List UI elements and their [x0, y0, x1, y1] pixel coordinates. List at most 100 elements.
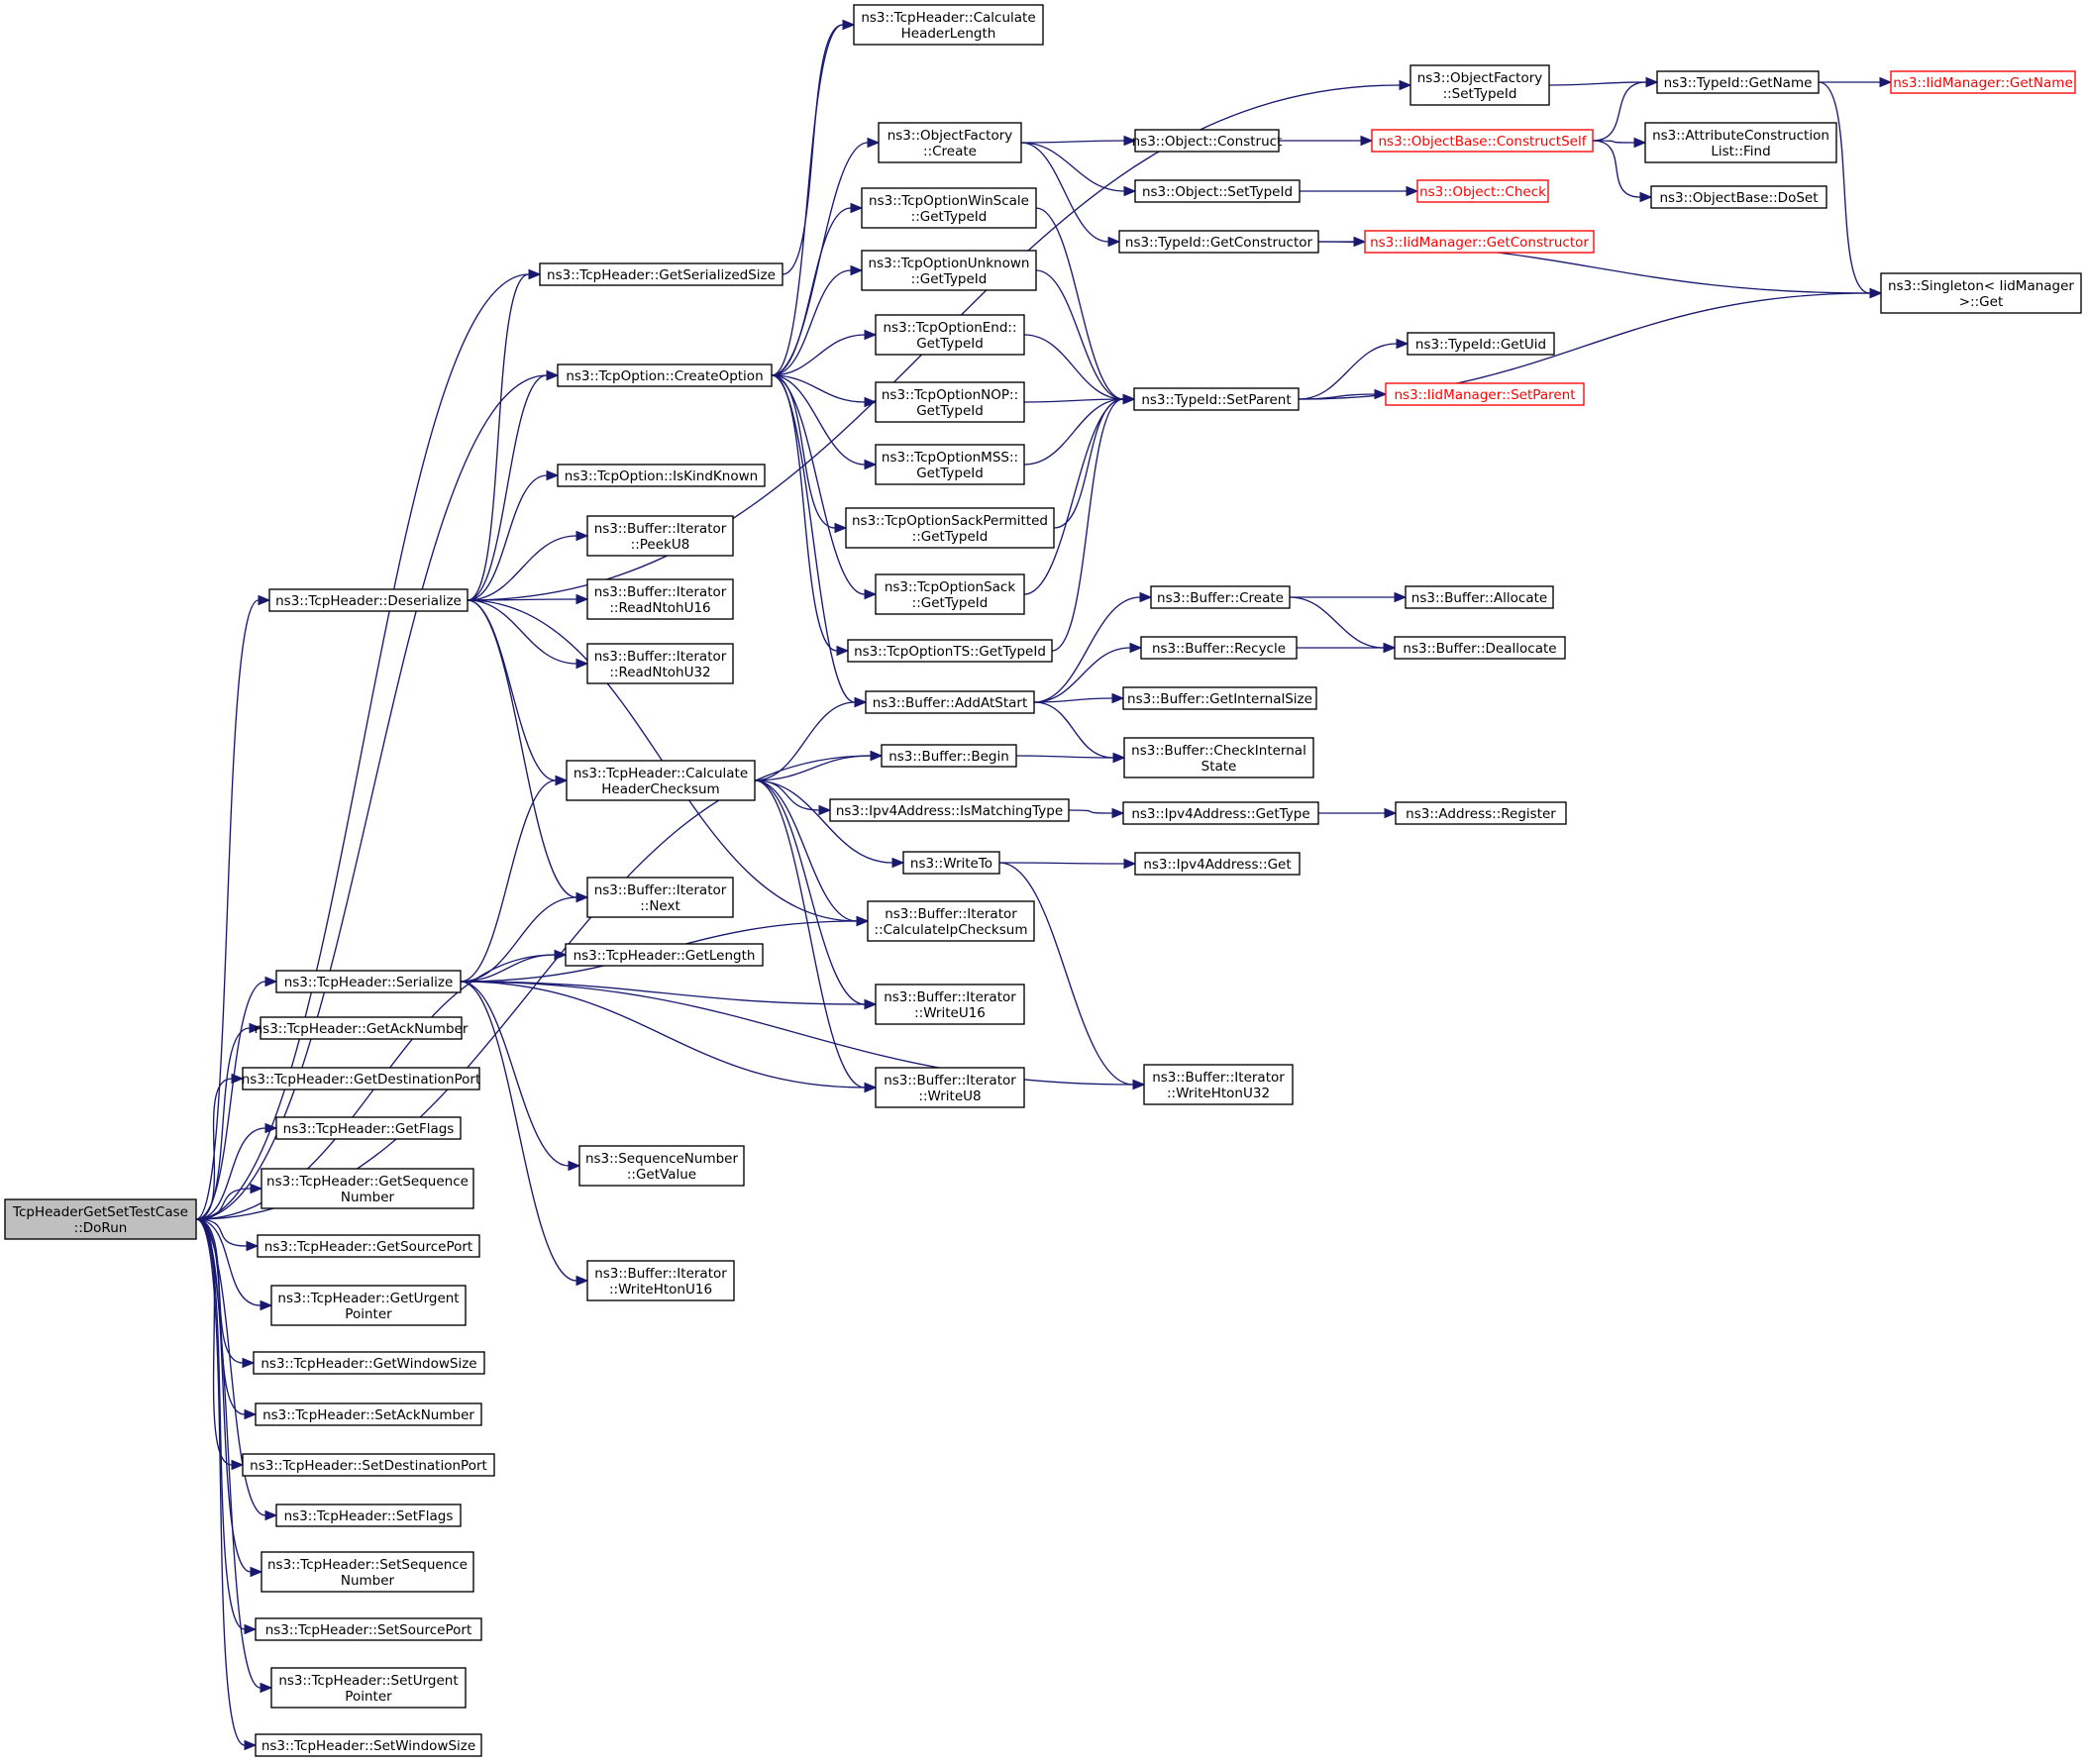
function-node[interactable]: ns3::Buffer::AddAtStart — [865, 690, 1035, 714]
node-label-line: ns3::TcpHeader::Calculate — [861, 10, 1035, 26]
function-node[interactable]: ns3::Buffer::Iterator::Next — [586, 877, 734, 918]
function-node[interactable]: ns3::TcpOptionMSS::GetTypeId — [875, 444, 1025, 485]
edge-root-to-deserialize — [195, 599, 260, 1220]
function-node[interactable]: ns3::TcpHeader::GetFlags — [275, 1116, 462, 1140]
node-label-line: ::Create — [923, 144, 977, 159]
edge-arrowhead-deserialize-to-iskindknown — [546, 469, 560, 481]
function-node[interactable]: ns3::ObjectFactory::Create — [878, 122, 1022, 163]
edge-arrowhead-root-to-getflags — [264, 1122, 278, 1134]
function-node[interactable]: ns3::Buffer::Iterator::CalculateIpChecks… — [867, 900, 1035, 942]
function-node[interactable]: ns3::TypeId::SetParent — [1133, 387, 1300, 411]
edge-arrowhead-obj_construct-to-ob_constructself — [1360, 135, 1374, 147]
function-node[interactable]: ns3::SequenceNumber::GetValue — [578, 1145, 745, 1187]
function-node[interactable]: ns3::WriteTo — [902, 851, 1000, 875]
function-node[interactable]: ns3::Buffer::Iterator::ReadNtohU16 — [586, 578, 734, 620]
function-node[interactable]: ns3::TypeId::GetUid — [1407, 332, 1555, 356]
node-label-line: ::GetTypeId — [911, 271, 988, 287]
function-node[interactable]: ns3::IidManager::GetName — [1890, 70, 2076, 94]
function-node[interactable]: ns3::Buffer::GetInternalSize — [1122, 686, 1317, 710]
edge-arrowhead-calc_hcsum-to-writeto — [891, 857, 905, 869]
node-box — [566, 760, 756, 801]
function-node[interactable]: ns3::Buffer::Create — [1150, 585, 1291, 609]
function-node[interactable]: ns3::TcpHeader::SetWindowSize — [255, 1733, 482, 1757]
function-node[interactable]: ns3::TcpHeader::Serialize — [275, 970, 462, 993]
function-node[interactable]: ns3::Ipv4Address::IsMatchingType — [829, 798, 1070, 822]
function-node[interactable]: ns3::Buffer::Recycle — [1140, 636, 1298, 660]
node-label-line: GetTypeId — [916, 403, 984, 419]
function-node[interactable]: ns3::Object::Construct — [1132, 129, 1283, 153]
function-node[interactable]: ns3::TcpHeader::GetAckNumber — [255, 1016, 469, 1040]
edge-arrowhead-root-to-seturgent — [260, 1682, 273, 1694]
function-node[interactable]: ns3::Object::SetTypeId — [1134, 179, 1301, 203]
function-node[interactable]: ns3::TcpHeader::GetSourcePort — [257, 1234, 480, 1258]
function-node[interactable]: ns3::TcpOptionSack::GetTypeId — [875, 573, 1025, 615]
node-label-line: ns3::TcpOption::IsKindKnown — [565, 468, 758, 484]
function-node[interactable]: ns3::Buffer::Iterator::WriteHtonU16 — [586, 1260, 735, 1301]
function-node[interactable]: ns3::TcpHeader::GetSerializedSize — [539, 262, 783, 286]
node-label-line: ns3::IidManager::SetParent — [1395, 387, 1576, 403]
node-box — [1122, 686, 1317, 710]
node-box — [1385, 382, 1585, 406]
function-node[interactable]: ns3::TcpOptionTS::GetTypeId — [847, 639, 1053, 663]
function-node[interactable]: ns3::Address::Register — [1395, 801, 1567, 825]
function-node[interactable]: ns3::ObjectBase::DoSet — [1650, 185, 1827, 209]
function-node[interactable]: ns3::Object::Check — [1416, 179, 1549, 203]
function-node[interactable]: ns3::IidManager::SetParent — [1385, 382, 1585, 406]
function-node[interactable]: ns3::TcpOption::CreateOption — [557, 363, 773, 387]
function-node[interactable]: ns3::Singleton< IidManager>::Get — [1880, 272, 2082, 314]
node-box — [586, 515, 734, 557]
node-box — [1407, 332, 1555, 356]
function-node[interactable]: ns3::Buffer::Allocate — [1405, 585, 1554, 609]
node-label-line: ns3::Buffer::Iterator — [594, 521, 727, 537]
function-node[interactable]: ns3::Buffer::Iterator::WriteU8 — [875, 1067, 1025, 1108]
node-label-line: GetTypeId — [916, 336, 984, 352]
function-node[interactable]: ns3::Buffer::Iterator::PeekU8 — [586, 515, 734, 557]
function-node[interactable]: ns3::TcpHeader::GetLength — [565, 943, 764, 967]
node-label-line: ns3::TcpOptionTS::GetTypeId — [854, 644, 1046, 660]
function-node[interactable]: ns3::TcpHeader::SetDestinationPort — [242, 1453, 495, 1477]
function-node[interactable]: ns3::TypeId::GetConstructor — [1118, 230, 1319, 254]
root-function-node[interactable]: TcpHeaderGetSetTestCase::DoRun — [4, 1198, 197, 1240]
function-node[interactable]: ns3::TypeId::GetName — [1656, 70, 1820, 94]
function-node[interactable]: ns3::ObjectFactory::SetTypeId — [1409, 64, 1550, 106]
function-node[interactable]: ns3::Buffer::Iterator::WriteHtonU32 — [1143, 1064, 1294, 1105]
function-node[interactable]: ns3::TcpHeader::SetSourcePort — [255, 1617, 482, 1641]
function-node[interactable]: ns3::TcpHeader::GetDestinationPort — [242, 1067, 481, 1090]
function-node[interactable]: ns3::TcpOption::IsKindKnown — [557, 464, 766, 487]
function-node[interactable]: ns3::TcpOptionWinScale::GetTypeId — [861, 187, 1037, 229]
function-node[interactable]: ns3::TcpOptionNOP::GetTypeId — [875, 381, 1025, 423]
function-node[interactable]: ns3::Buffer::Iterator::WriteU16 — [875, 984, 1025, 1025]
node-label-line: ns3::Buffer::Begin — [888, 749, 1009, 765]
function-node[interactable]: ns3::TcpOptionEnd::GetTypeId — [875, 314, 1025, 356]
function-node[interactable]: ns3::TcpOptionUnknown::GetTypeId — [861, 250, 1037, 291]
function-node[interactable]: ns3::TcpHeader::Deserialize — [268, 588, 469, 612]
edge-arrowhead-createoption-to-sack — [864, 588, 878, 600]
function-node[interactable]: ns3::IidManager::GetConstructor — [1364, 230, 1595, 254]
function-node[interactable]: ns3::TcpHeader::GetWindowSize — [253, 1351, 485, 1375]
function-node[interactable]: ns3::TcpHeader::SetAckNumber — [255, 1402, 482, 1426]
edge-of_create-to-obj_settypeid — [1020, 142, 1125, 192]
function-node[interactable]: ns3::Ipv4Address::Get — [1134, 852, 1301, 876]
function-node[interactable]: ns3::TcpHeader::SetFlags — [275, 1504, 462, 1527]
edge-arrowhead-root-to-geturgent — [260, 1299, 273, 1311]
function-node[interactable]: ns3::Buffer::Iterator::ReadNtohU32 — [586, 643, 734, 684]
edge-createoption-to-sack — [771, 374, 866, 595]
edge-arrowhead-addatstart-to-buf_recycle — [1129, 642, 1143, 654]
node-box — [586, 578, 734, 620]
function-node[interactable]: ns3::Buffer::Begin — [881, 744, 1017, 768]
function-node[interactable]: ns3::ObjectBase::ConstructSelf — [1371, 129, 1594, 153]
function-node[interactable]: ns3::Buffer::Deallocate — [1394, 636, 1566, 660]
node-label-line: ns3::TcpHeader::SetSourcePort — [265, 1622, 472, 1638]
node-box — [853, 4, 1044, 46]
function-node[interactable]: ns3::Ipv4Address::GetType — [1122, 801, 1319, 825]
function-node[interactable]: ns3::TcpOptionSackPermitted::GetTypeId — [845, 507, 1055, 549]
edge-createoption-to-calc_hlen — [771, 24, 844, 376]
